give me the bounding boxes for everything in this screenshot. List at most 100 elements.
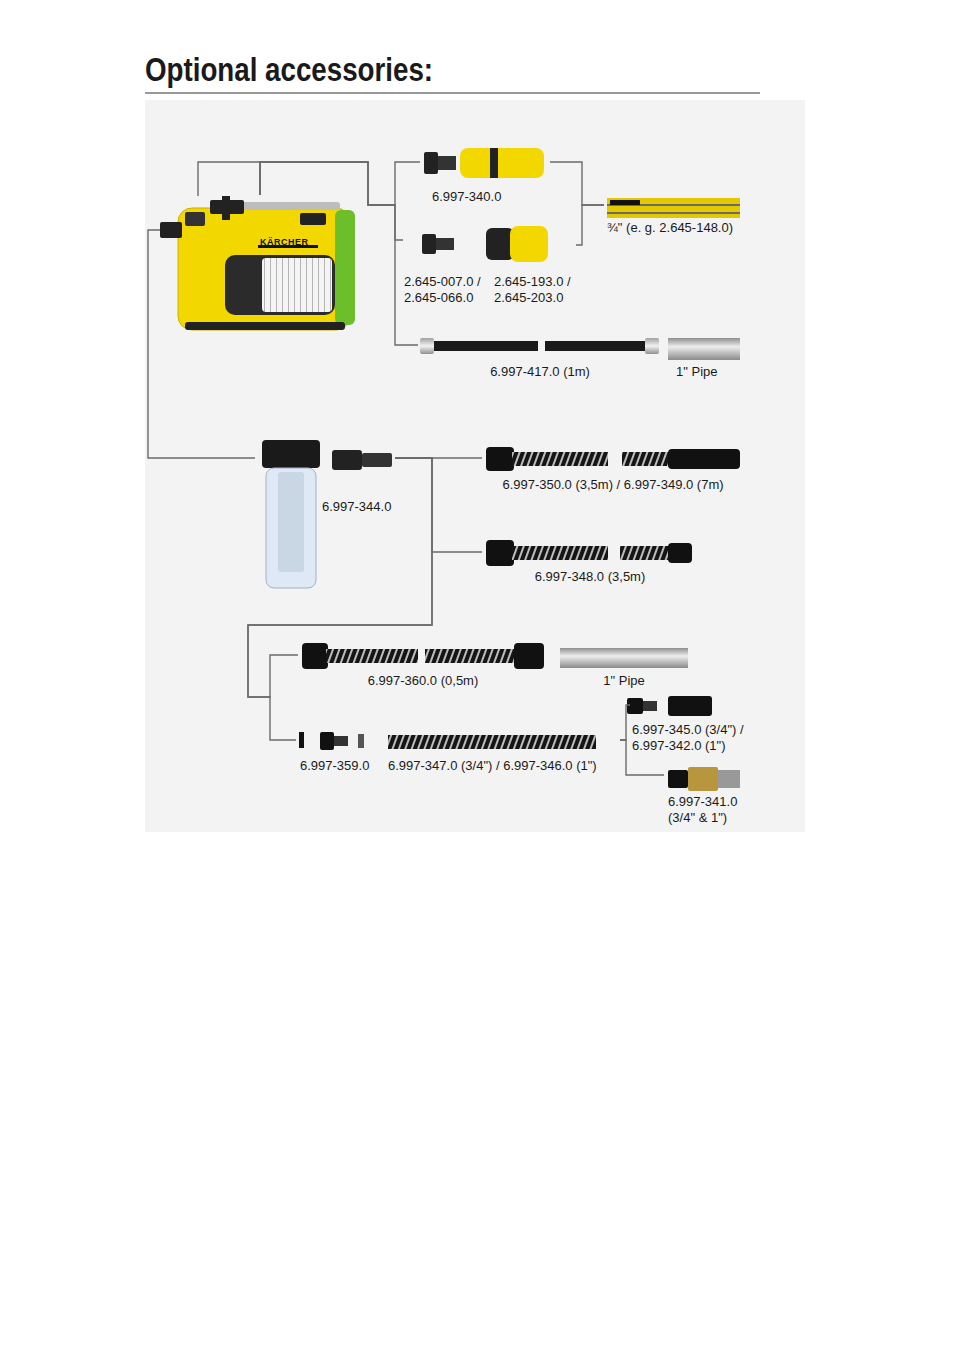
hose-connector <box>486 226 548 262</box>
part-number: 1" Pipe <box>676 364 742 380</box>
title-rule <box>145 93 760 94</box>
pipe <box>560 648 688 668</box>
pump-illustration <box>178 208 350 330</box>
accessory-item: 6.997-360.0 (0,5m) <box>298 640 548 691</box>
pipe <box>560 648 688 668</box>
part-number: 6.997-417.0 (1m) <box>418 364 662 380</box>
hose-fittings <box>643 701 657 711</box>
accessory-item: ¾" (e. g. 2.645-148.0) <box>604 196 754 238</box>
suction-hose <box>622 452 670 466</box>
adapter-set <box>358 734 364 748</box>
page-title: Optional accessories: <box>145 50 433 90</box>
accessory-item: 6.997-345.0 (3/4") / 6.997-342.0 (1") <box>630 694 760 756</box>
pump-illustration <box>335 210 355 325</box>
accessory-item: 6.997-417.0 (1m) <box>418 334 662 382</box>
accessory-item: 6.997-340.0 <box>420 145 550 207</box>
filter-item: 6.997-344.0 <box>255 440 395 592</box>
suction-hose-by-meter <box>388 735 596 749</box>
part-number: ¾" (e. g. 2.645-148.0) <box>607 220 754 236</box>
connection-hose <box>326 649 418 663</box>
suction-hose <box>512 452 608 466</box>
connector-line <box>260 162 418 345</box>
pump-illustration <box>222 196 230 220</box>
pressure-hose <box>545 341 645 351</box>
pre-filter <box>262 440 320 468</box>
accessory-item: 2.645-007.0 / 2.645-066.0 <box>403 226 491 308</box>
adapter-set <box>320 732 334 750</box>
connector-line <box>620 705 630 740</box>
connection-hose <box>425 649 515 663</box>
accessory-item: 6.997-350.0 (3,5m) / 6.997-349.0 (7m) <box>482 444 744 495</box>
foot-valve <box>668 767 740 791</box>
hose-connector-set <box>424 148 544 178</box>
connector-line <box>260 162 403 240</box>
connector-line <box>260 162 420 205</box>
suction-hose <box>486 447 740 471</box>
part-number: 2.645-007.0 / 2.645-066.0 <box>404 274 491 306</box>
part-number: 6.997-340.0 <box>432 189 550 205</box>
pipe <box>668 338 740 360</box>
adapter-set <box>299 732 364 750</box>
pressure-hose <box>420 338 434 354</box>
pre-filter <box>362 453 392 467</box>
connector-line <box>148 230 255 458</box>
accessory-item: 6.997-348.0 (3,5m) <box>482 537 698 587</box>
hose-connector-set <box>490 148 498 178</box>
connection-hose <box>302 643 328 669</box>
suction-hose <box>512 546 608 560</box>
pump-illustration <box>300 213 326 225</box>
suction-hose <box>486 540 514 566</box>
part-number: 6.997-360.0 (0,5m) <box>298 673 548 689</box>
pre-filter <box>332 450 362 470</box>
pump-illustration <box>185 322 345 330</box>
connector-line <box>550 162 604 205</box>
hose-fittings <box>668 696 712 716</box>
pump-illustration <box>225 255 335 315</box>
foot-valve <box>668 770 688 788</box>
accessory-item: 2.645-193.0 / 2.645-203.0 <box>492 222 576 308</box>
pressure-hose <box>420 338 659 354</box>
pre-filter <box>266 468 316 588</box>
connector-line <box>576 205 604 245</box>
suction-hose-by-meter <box>388 735 596 749</box>
connector-line <box>395 458 482 552</box>
connector-line <box>148 230 255 458</box>
suction-hose <box>620 546 670 560</box>
suction-hose <box>486 540 692 566</box>
foot-valve <box>688 767 718 791</box>
connector-line <box>248 458 432 740</box>
pump-illustration <box>160 196 355 330</box>
adapter-set <box>299 732 304 748</box>
accessory-item: 1" Pipe <box>666 334 742 382</box>
connection-hose <box>302 643 544 669</box>
garden-hose <box>607 198 740 218</box>
connector-line <box>395 458 482 552</box>
part-number: 6.997-345.0 (3/4") / 6.997-342.0 (1") <box>632 722 760 754</box>
accessory-item: 6.997-359.0 <box>296 728 376 776</box>
tap-adapter <box>422 234 454 254</box>
brand-logo: KÄRCHER <box>260 237 309 247</box>
part-number: 6.997-341.0 (3/4" & 1") <box>668 794 748 826</box>
pressure-hose <box>434 341 538 351</box>
pump-illustration <box>262 258 332 312</box>
hose-connector <box>510 226 548 262</box>
connector-line <box>620 705 630 740</box>
connector-line <box>260 162 420 205</box>
background-panel <box>145 100 805 832</box>
pre-filter <box>278 472 304 572</box>
accessory-item: 1" Pipe <box>556 640 692 691</box>
tap-adapter <box>436 238 454 250</box>
garden-hose <box>607 212 740 214</box>
foot-valve <box>718 770 740 788</box>
connector-line <box>248 458 432 740</box>
suction-hose <box>486 447 514 471</box>
outlet-bracket <box>198 162 260 196</box>
hose-fittings <box>627 696 712 716</box>
connection-hose <box>514 643 544 669</box>
connector-line <box>248 458 432 697</box>
part-number: 6.997-359.0 <box>300 758 376 774</box>
tap-adapter <box>422 234 436 254</box>
pressure-hose <box>645 338 659 354</box>
hose-connector-set <box>424 152 438 174</box>
